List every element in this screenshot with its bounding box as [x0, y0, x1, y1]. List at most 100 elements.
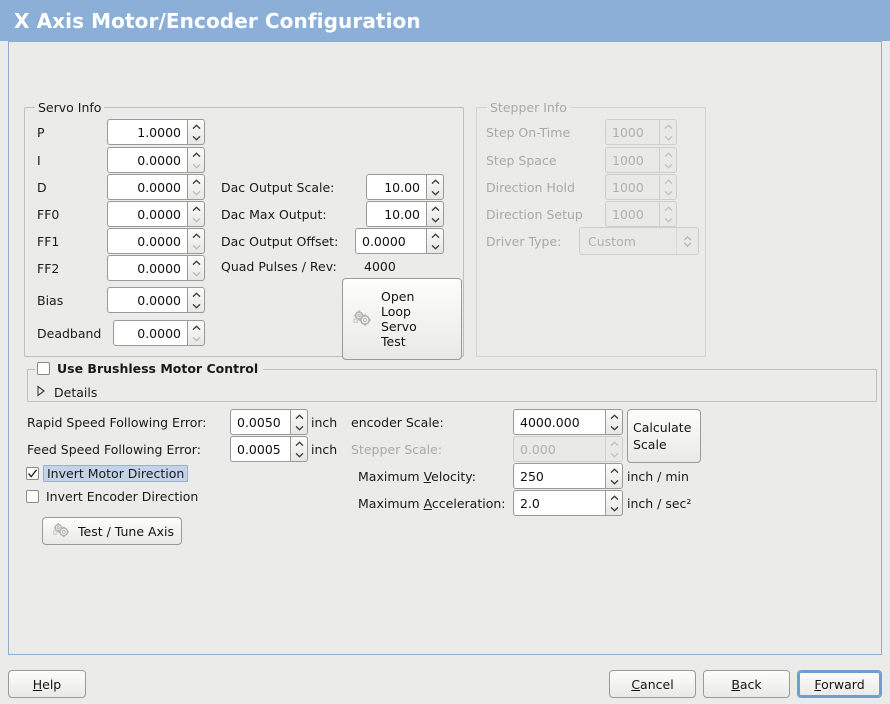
test-tune-axis-button[interactable]: Test / Tune Axis: [42, 517, 182, 545]
spinner-buttons[interactable]: [187, 147, 205, 173]
servo-p-spinbox[interactable]: 1.0000: [107, 119, 205, 145]
spinner-buttons[interactable]: [426, 174, 444, 200]
spinner-buttons: [659, 201, 677, 227]
chevron-up-icon[interactable]: [192, 230, 201, 241]
servo-deadband-input[interactable]: 0.0000: [113, 320, 187, 346]
details-expander[interactable]: Details: [36, 385, 97, 400]
rapid-following-error-spinbox[interactable]: 0.0050: [230, 409, 308, 435]
spinner-buttons[interactable]: [187, 174, 205, 200]
driver-type-select[interactable]: Custom: [579, 227, 699, 255]
chevron-down-icon[interactable]: [192, 160, 201, 171]
brushless-motor-frame: [27, 369, 877, 402]
chevron-down-icon[interactable]: [610, 476, 619, 487]
servo-deadband-spinbox[interactable]: 0.0000: [113, 320, 205, 346]
chevron-down-icon[interactable]: [295, 449, 304, 460]
chevron-down-icon[interactable]: [610, 422, 619, 433]
servo-ff2-spinbox[interactable]: 0.0000: [107, 255, 205, 281]
feed-following-error-spinbox[interactable]: 0.0005: [230, 436, 308, 462]
spinner-buttons[interactable]: [426, 228, 444, 254]
help-button[interactable]: Help: [8, 670, 86, 698]
cancel-button[interactable]: Cancel: [609, 670, 696, 698]
chevron-up-icon[interactable]: [295, 438, 304, 449]
spinner-buttons[interactable]: [605, 490, 623, 516]
servo-i-input[interactable]: 0.0000: [107, 147, 187, 173]
chevron-down-icon[interactable]: [192, 214, 201, 225]
spinner-buttons[interactable]: [290, 409, 308, 435]
spinner-buttons[interactable]: [605, 409, 623, 435]
encoder-scale-spinbox[interactable]: 4000.000: [513, 409, 623, 435]
chevron-down-icon[interactable]: [192, 333, 201, 344]
chevron-down-icon[interactable]: [431, 241, 440, 252]
dac-max-output-input[interactable]: 10.00: [366, 201, 426, 227]
chevron-up-icon[interactable]: [192, 257, 201, 268]
chevron-up-icon[interactable]: [192, 203, 201, 214]
maximum-acceleration-unit: inch / sec²: [627, 496, 692, 511]
chevron-up-icon[interactable]: [610, 411, 619, 422]
chevron-down-icon[interactable]: [192, 132, 201, 143]
chevron-up-icon[interactable]: [431, 230, 440, 241]
servo-bias-input[interactable]: 0.0000: [107, 287, 187, 313]
invert-motor-direction-checkbox[interactable]: Invert Motor Direction: [26, 465, 189, 482]
use-brushless-motor-control-checkbox[interactable]: Use Brushless Motor Control: [35, 361, 264, 376]
spinner-buttons[interactable]: [187, 287, 205, 313]
servo-ff0-input[interactable]: 0.0000: [107, 201, 187, 227]
servo-i-spinbox[interactable]: 0.0000: [107, 147, 205, 173]
chevron-up-icon[interactable]: [192, 322, 201, 333]
dac-max-output-spinbox[interactable]: 10.00: [366, 201, 444, 227]
chevron-up-icon[interactable]: [192, 176, 201, 187]
maximum-velocity-spinbox[interactable]: 250: [513, 463, 623, 489]
servo-d-spinbox[interactable]: 0.0000: [107, 174, 205, 200]
spinner-buttons[interactable]: [187, 228, 205, 254]
servo-d-input[interactable]: 0.0000: [107, 174, 187, 200]
driver-type-value: Custom: [588, 233, 636, 249]
chevron-down-icon: [610, 449, 619, 460]
back-button[interactable]: Back: [703, 670, 790, 698]
chevron-down-icon[interactable]: [431, 214, 440, 225]
direction-setup-label: Direction Setup: [486, 207, 583, 222]
forward-button[interactable]: Forward: [797, 670, 882, 698]
chevron-down-icon[interactable]: [192, 268, 201, 279]
chevron-up-icon[interactable]: [295, 411, 304, 422]
invert-encoder-direction-checkbox[interactable]: Invert Encoder Direction: [26, 489, 198, 504]
maximum-velocity-input[interactable]: 250: [513, 463, 605, 489]
chevron-up-icon[interactable]: [431, 176, 440, 187]
dac-output-offset-spinbox[interactable]: 0.0000: [355, 228, 444, 254]
servo-p-input[interactable]: 1.0000: [107, 119, 187, 145]
servo-label-d: D: [37, 180, 47, 195]
servo-ff1-spinbox[interactable]: 0.0000: [107, 228, 205, 254]
spinner-buttons[interactable]: [187, 255, 205, 281]
spinner-buttons[interactable]: [187, 201, 205, 227]
servo-ff1-input[interactable]: 0.0000: [107, 228, 187, 254]
chevron-down-icon[interactable]: [431, 187, 440, 198]
chevron-down-icon[interactable]: [295, 422, 304, 433]
servo-ff2-input[interactable]: 0.0000: [107, 255, 187, 281]
rapid-following-error-input[interactable]: 0.0050: [230, 409, 290, 435]
encoder-scale-input[interactable]: 4000.000: [513, 409, 605, 435]
spinner-buttons[interactable]: [187, 119, 205, 145]
chevron-down-icon[interactable]: [192, 241, 201, 252]
chevron-up-icon[interactable]: [431, 203, 440, 214]
spinner-buttons[interactable]: [290, 436, 308, 462]
chevron-up-icon[interactable]: [192, 121, 201, 132]
dac-output-scale-spinbox[interactable]: 10.00: [366, 174, 444, 200]
servo-ff0-spinbox[interactable]: 0.0000: [107, 201, 205, 227]
chevron-up-icon[interactable]: [192, 149, 201, 160]
chevron-down-icon[interactable]: [192, 300, 201, 311]
dac-output-offset-input[interactable]: 0.0000: [355, 228, 426, 254]
dac-output-scale-input[interactable]: 10.00: [366, 174, 426, 200]
chevron-up-icon[interactable]: [192, 289, 201, 300]
chevron-down-icon[interactable]: [192, 187, 201, 198]
servo-bias-spinbox[interactable]: 0.0000: [107, 287, 205, 313]
maximum-velocity-label: Maximum Velocity:: [358, 469, 476, 484]
feed-following-error-input[interactable]: 0.0005: [230, 436, 290, 462]
chevron-down-icon[interactable]: [610, 503, 619, 514]
chevron-up-icon[interactable]: [610, 492, 619, 503]
chevron-up-icon[interactable]: [610, 465, 619, 476]
maximum-acceleration-input[interactable]: 2.0: [513, 490, 605, 516]
spinner-buttons[interactable]: [605, 463, 623, 489]
maximum-acceleration-spinbox[interactable]: 2.0: [513, 490, 623, 516]
spinner-buttons[interactable]: [187, 320, 205, 346]
spinner-buttons[interactable]: [426, 201, 444, 227]
